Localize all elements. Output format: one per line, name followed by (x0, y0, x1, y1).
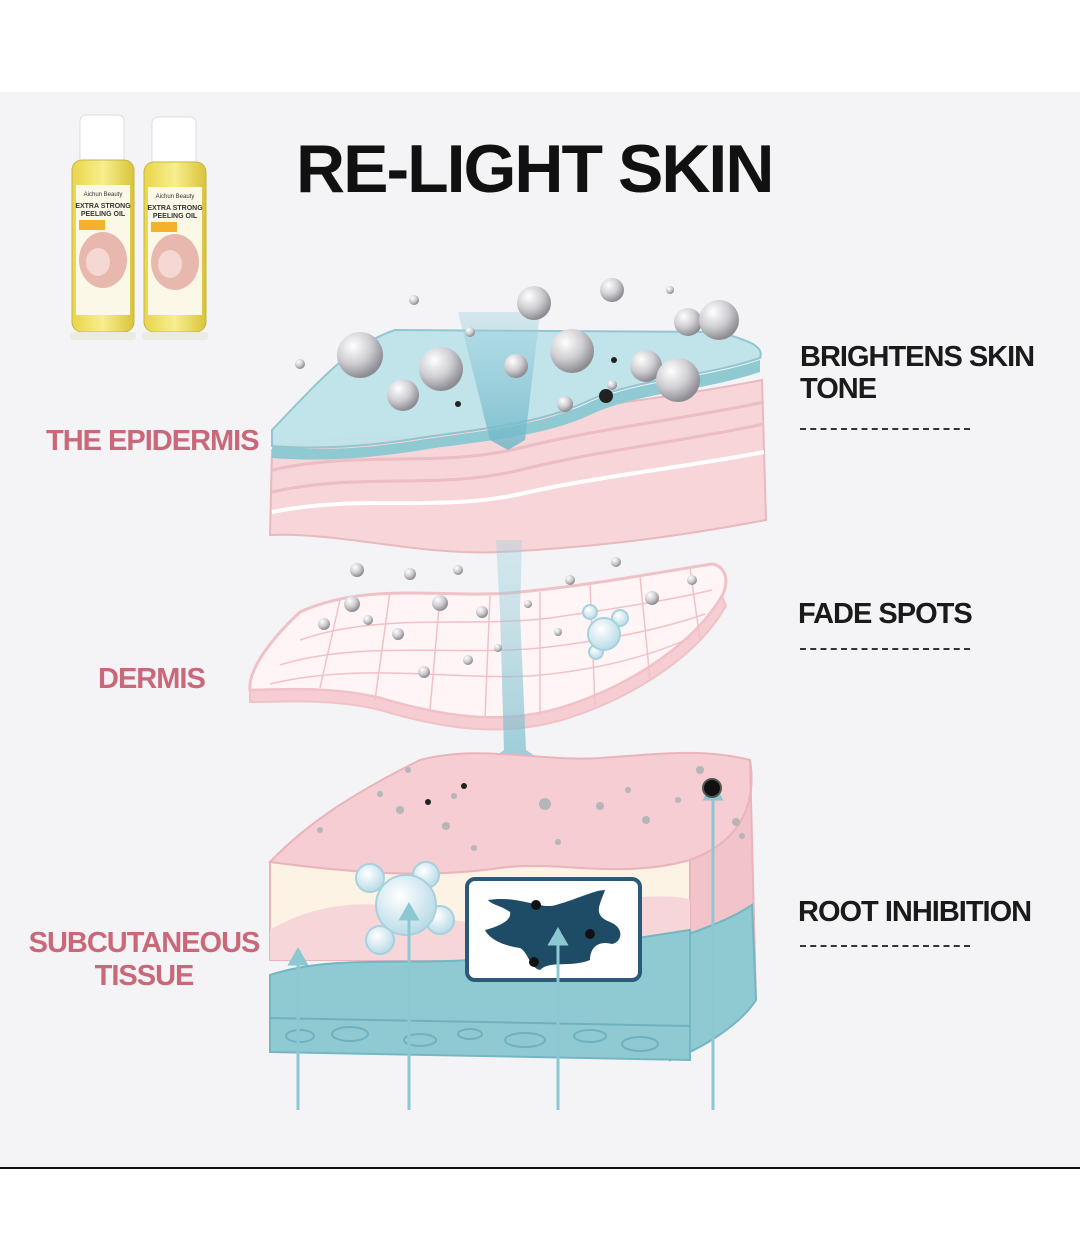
label-subcutaneous: SUBCUTANEOUS TISSUE (24, 927, 264, 993)
bottle-name-2: PEELING OIL (81, 211, 126, 218)
bottle-name-1: EXTRA STRONG (75, 203, 131, 210)
dermis-particles (318, 557, 697, 678)
tissue-particles (317, 766, 745, 851)
dark-particles (425, 357, 617, 805)
product-bottle-left: Aichun Beauty EXTRA STRONG PEELING OIL (70, 114, 136, 340)
label-epidermis: THE EPIDERMIS (46, 425, 260, 457)
fat-cell-small (582, 604, 629, 660)
page-title: RE-LIGHT SKIN (296, 131, 774, 207)
bottle-name-1: EXTRA STRONG (147, 205, 203, 212)
benefit-brightens: BRIGHTENS SKIN TONE (800, 341, 1035, 405)
label-subcutaneous-line-2: TISSUE (94, 960, 195, 992)
nutrient-spheres (295, 278, 739, 412)
bottle-brand: Aichun Beauty (156, 194, 195, 200)
product-bottle-right: Aichun Beauty EXTRA STRONG PEELING OIL (142, 116, 208, 340)
benefit-fade-spots: FADE SPOTS (798, 598, 973, 630)
dark-spot (702, 778, 722, 798)
benefit-brightens-line-1: BRIGHTENS SKIN (800, 341, 1035, 373)
divider-brightens (800, 428, 970, 430)
divider-fade-spots (800, 648, 970, 650)
penetration-beam-top (458, 312, 540, 450)
dermis-layer (248, 562, 728, 731)
label-dermis: DERMIS (98, 663, 206, 695)
melanocyte-box (465, 877, 642, 982)
bottle-name-2: PEELING OIL (153, 213, 198, 220)
benefit-root-inhibition: ROOT INHIBITION (798, 896, 1032, 928)
label-subcutaneous-line-1: SUBCUTANEOUS (28, 927, 261, 959)
divider-root-inhibition (800, 945, 970, 947)
benefit-brightens-line-2: TONE (800, 373, 877, 405)
bottle-brand: Aichun Beauty (84, 192, 123, 198)
fat-cell-cluster (355, 861, 455, 955)
